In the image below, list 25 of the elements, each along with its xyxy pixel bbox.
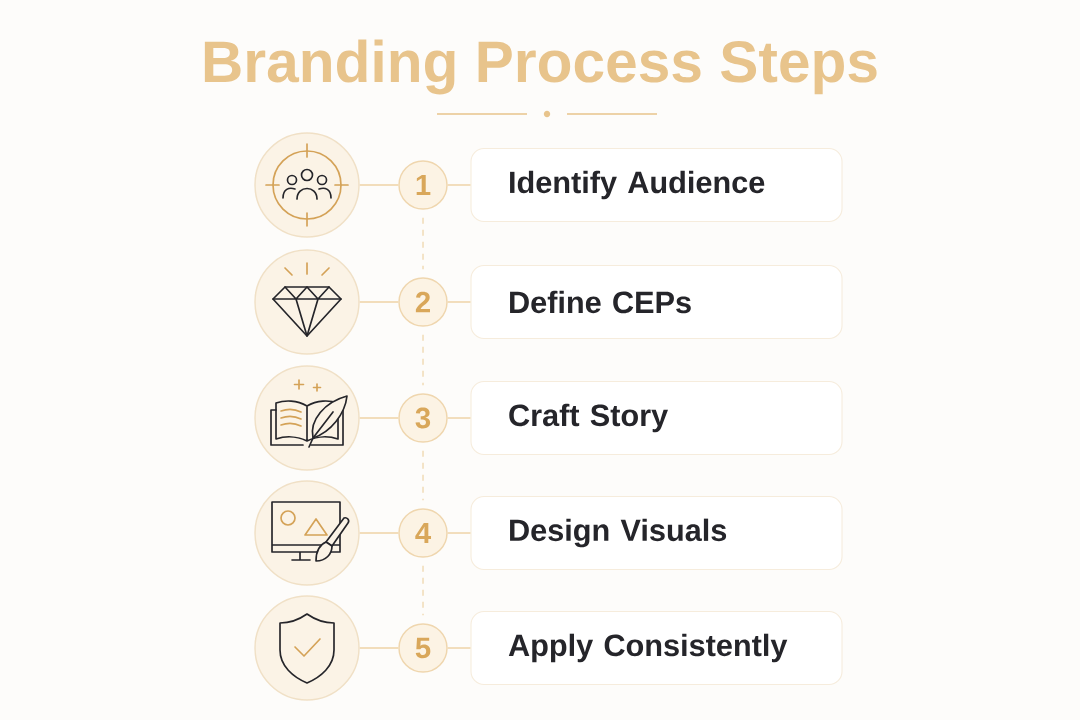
dashed-connector-line xyxy=(422,450,424,501)
step-label-box: Apply Consistently xyxy=(470,610,843,686)
connector-line xyxy=(447,417,472,419)
icon-circle xyxy=(254,365,360,471)
connector-line xyxy=(359,184,399,186)
connector-line xyxy=(359,301,399,303)
connector-line xyxy=(447,301,472,303)
dashed-connector-line xyxy=(422,217,424,270)
icon-circle xyxy=(254,480,360,586)
dashed-connector-line xyxy=(422,565,424,616)
title: Branding Process Steps xyxy=(204,39,877,95)
step-label-box: Define CEPs xyxy=(470,264,843,340)
icon-circle xyxy=(254,249,360,355)
connector-line xyxy=(447,532,472,534)
icon-circle xyxy=(254,595,360,701)
connector-line xyxy=(359,417,399,419)
icon-circle xyxy=(254,132,360,238)
step-label-box: Design Visuals xyxy=(470,495,843,571)
connector-line xyxy=(359,647,399,649)
connector-line xyxy=(359,532,399,534)
step-label-box: Craft Story xyxy=(470,380,843,456)
step-label-box: Identify Audience xyxy=(470,147,843,223)
connector-line xyxy=(447,184,472,186)
dashed-connector-line xyxy=(422,334,424,386)
connector-line xyxy=(447,647,472,649)
